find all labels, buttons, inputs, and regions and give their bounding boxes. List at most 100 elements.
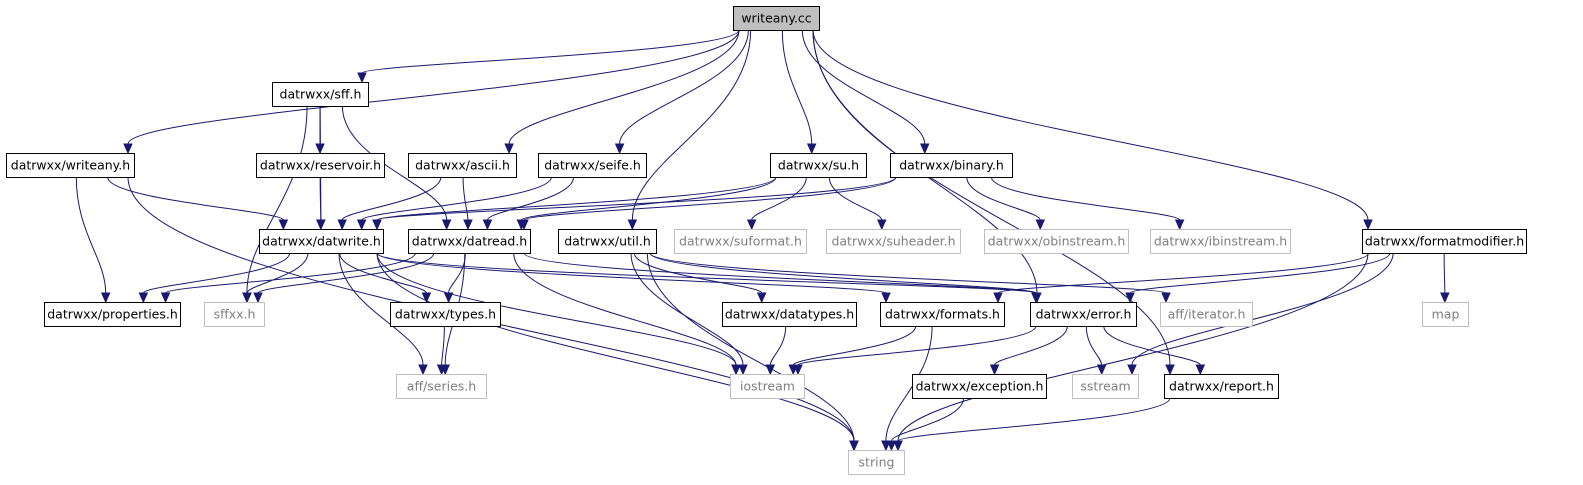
nodes-layer: writeany.cc datrwxx/sff.h datrwxx/writeany… [6, 6, 1527, 475]
node-box [1150, 229, 1291, 254]
arrowhead-writeany_cc-to-sff_h [357, 72, 367, 84]
node-label: datrwxx/formats.h [885, 307, 1000, 322]
edge-formats_h-to-string [885, 325, 933, 442]
node-datwrite-h[interactable]: datrwxx/datwrite.h [259, 229, 384, 254]
node-label: datrwxx/suformat.h [679, 234, 802, 249]
node-seife-h[interactable]: datrwxx/seife.h [538, 153, 647, 178]
node-writeany-cc[interactable]: writeany.cc [733, 6, 820, 31]
edge-writeany_h-to-datwrite_h [107, 176, 284, 221]
node-binary-h[interactable]: datrwxx/binary.h [890, 153, 1013, 178]
edge-datwrite_h-to-sffxx_h [246, 252, 309, 294]
edge-error_h-to-exception_h [994, 325, 1068, 366]
arrowhead-binary_h-to-datread_h [519, 219, 529, 231]
edge-writeany_cc-to-writeany_h [127, 29, 740, 145]
node-label: sstream [1080, 379, 1130, 394]
arrowhead-formats_h-to-string [881, 440, 891, 452]
node-series-h: aff/series.h [396, 374, 487, 399]
arrowhead-ascii_h-to-datread_h [463, 219, 473, 231]
arrowhead-binary_h-to-obinstream_h [1035, 219, 1046, 231]
arrowhead-formatmodifier_h-to-map [1440, 292, 1450, 304]
arrowhead-util_h-to-string [849, 440, 859, 452]
node-label: datrwxx/ascii.h [415, 158, 510, 173]
node-box [1422, 302, 1469, 327]
edge-formatmodifier_h-to-map [1443, 252, 1446, 294]
node-box [880, 302, 1005, 327]
arrowhead-datread_h-to-types_h [443, 292, 454, 304]
node-formatmodifier-h[interactable]: datrwxx/formatmodifier.h [1362, 229, 1527, 254]
node-formats-h[interactable]: datrwxx/formats.h [880, 302, 1005, 327]
node-exception-h[interactable]: datrwxx/exception.h [912, 374, 1047, 399]
edge-su_h-to-datread_h [520, 176, 777, 221]
edge-writeany_cc-to-util_h [631, 29, 752, 221]
arrowhead-types_h-to-series_h [436, 364, 447, 376]
node-label: string [859, 455, 895, 470]
node-datread-h[interactable]: datrwxx/datread.h [408, 229, 531, 254]
node-label: datrwxx/seife.h [544, 158, 641, 173]
node-box [256, 153, 385, 178]
node-sstream: sstream [1072, 374, 1139, 399]
edge-reservoir_h-to-datwrite_h [319, 176, 322, 221]
arrowhead-formatmodifier_h-to-formats_h [993, 292, 1003, 304]
arrowhead-util_h-to-error_h [1031, 292, 1041, 304]
edge-su_h-to-datwrite_h [376, 176, 777, 221]
node-label: iostream [740, 379, 795, 394]
node-writeany-h[interactable]: datrwxx/writeany.h [6, 153, 135, 178]
edge-writeany_cc-to-sff_h [361, 29, 740, 74]
node-reservoir-h[interactable]: datrwxx/reservoir.h [256, 153, 385, 178]
edge-writeany_cc-to-su_h [781, 29, 813, 145]
node-properties-h[interactable]: datrwxx/properties.h [44, 302, 181, 327]
arrowhead-datread_h-to-iostream [731, 364, 741, 376]
arrowhead-datread_h-to-sffxx_h [253, 292, 263, 304]
edge-datread_h-to-iostream [513, 252, 737, 366]
node-box [408, 229, 531, 254]
node-box [1362, 229, 1527, 254]
node-error-h[interactable]: datrwxx/error.h [1030, 302, 1137, 327]
edge-su_h-to-suheader_h [828, 176, 883, 221]
arrowhead-seife_h-to-datwrite_h [356, 219, 367, 231]
node-label: aff/iterator.h [1168, 307, 1246, 322]
node-report-h[interactable]: datrwxx/report.h [1164, 374, 1279, 399]
node-box [396, 374, 487, 399]
arrowhead-writeany_cc-to-report_h [1165, 364, 1175, 376]
node-box [390, 302, 501, 327]
node-sff-h[interactable]: datrwxx/sff.h [272, 82, 369, 107]
node-string: string [848, 450, 905, 475]
edge-formats_h-to-iostream [792, 325, 917, 366]
arrowhead-formatmodifier_h-to-sstream [1127, 364, 1137, 376]
edge-datread_h-to-error_h [523, 252, 1037, 294]
node-ascii-h[interactable]: datrwxx/ascii.h [408, 153, 517, 178]
node-label: writeany.cc [741, 11, 811, 26]
arrowhead-datwrite_h-to-types_h [421, 292, 432, 304]
node-util-h[interactable]: datrwxx/util.h [558, 229, 657, 254]
arrowhead-su_h-to-suformat_h [746, 219, 757, 231]
edge-writeany_cc-to-report_h [812, 29, 1171, 366]
node-label: datrwxx/binary.h [899, 158, 1004, 173]
node-box [408, 153, 517, 178]
edge-datwrite_h-to-error_h [376, 252, 1037, 294]
node-types-h[interactable]: datrwxx/types.h [390, 302, 501, 327]
edge-formatmodifier_h-to-formats_h [997, 252, 1370, 294]
node-box [826, 229, 961, 254]
node-label: datrwxx/properties.h [47, 307, 178, 322]
edge-error_h-to-sstream [1085, 325, 1103, 366]
node-su-h[interactable]: datrwxx/su.h [770, 153, 867, 178]
edge-binary_h-to-datwrite_h [376, 176, 897, 221]
arrowhead-formatmodifier_h-to-error_h [1125, 292, 1135, 304]
node-box [984, 229, 1129, 254]
node-box [538, 153, 647, 178]
arrowhead-binary_h-to-ibinstream_h [1174, 219, 1185, 231]
edge-error_h-to-iostream [797, 325, 1037, 366]
edge-error_h-to-report_h [1103, 325, 1201, 366]
edge-datread_h-to-types_h [448, 252, 466, 294]
node-box [848, 450, 905, 475]
node-suheader-h: datrwxx/suheader.h [826, 229, 961, 254]
arrowhead-util_h-to-iterator_h [1161, 292, 1171, 304]
node-label: datrwxx/datread.h [412, 234, 527, 249]
edge-seife_h-to-datwrite_h [361, 176, 552, 221]
edge-su_h-to-suformat_h [751, 176, 807, 221]
arrowhead-writeany_cc-to-binary_h [919, 143, 930, 155]
node-box [733, 6, 820, 31]
node-datatypes-h[interactable]: datrwxx/datatypes.h [722, 302, 857, 327]
edge-binary_h-to-ibinstream_h [990, 176, 1181, 221]
